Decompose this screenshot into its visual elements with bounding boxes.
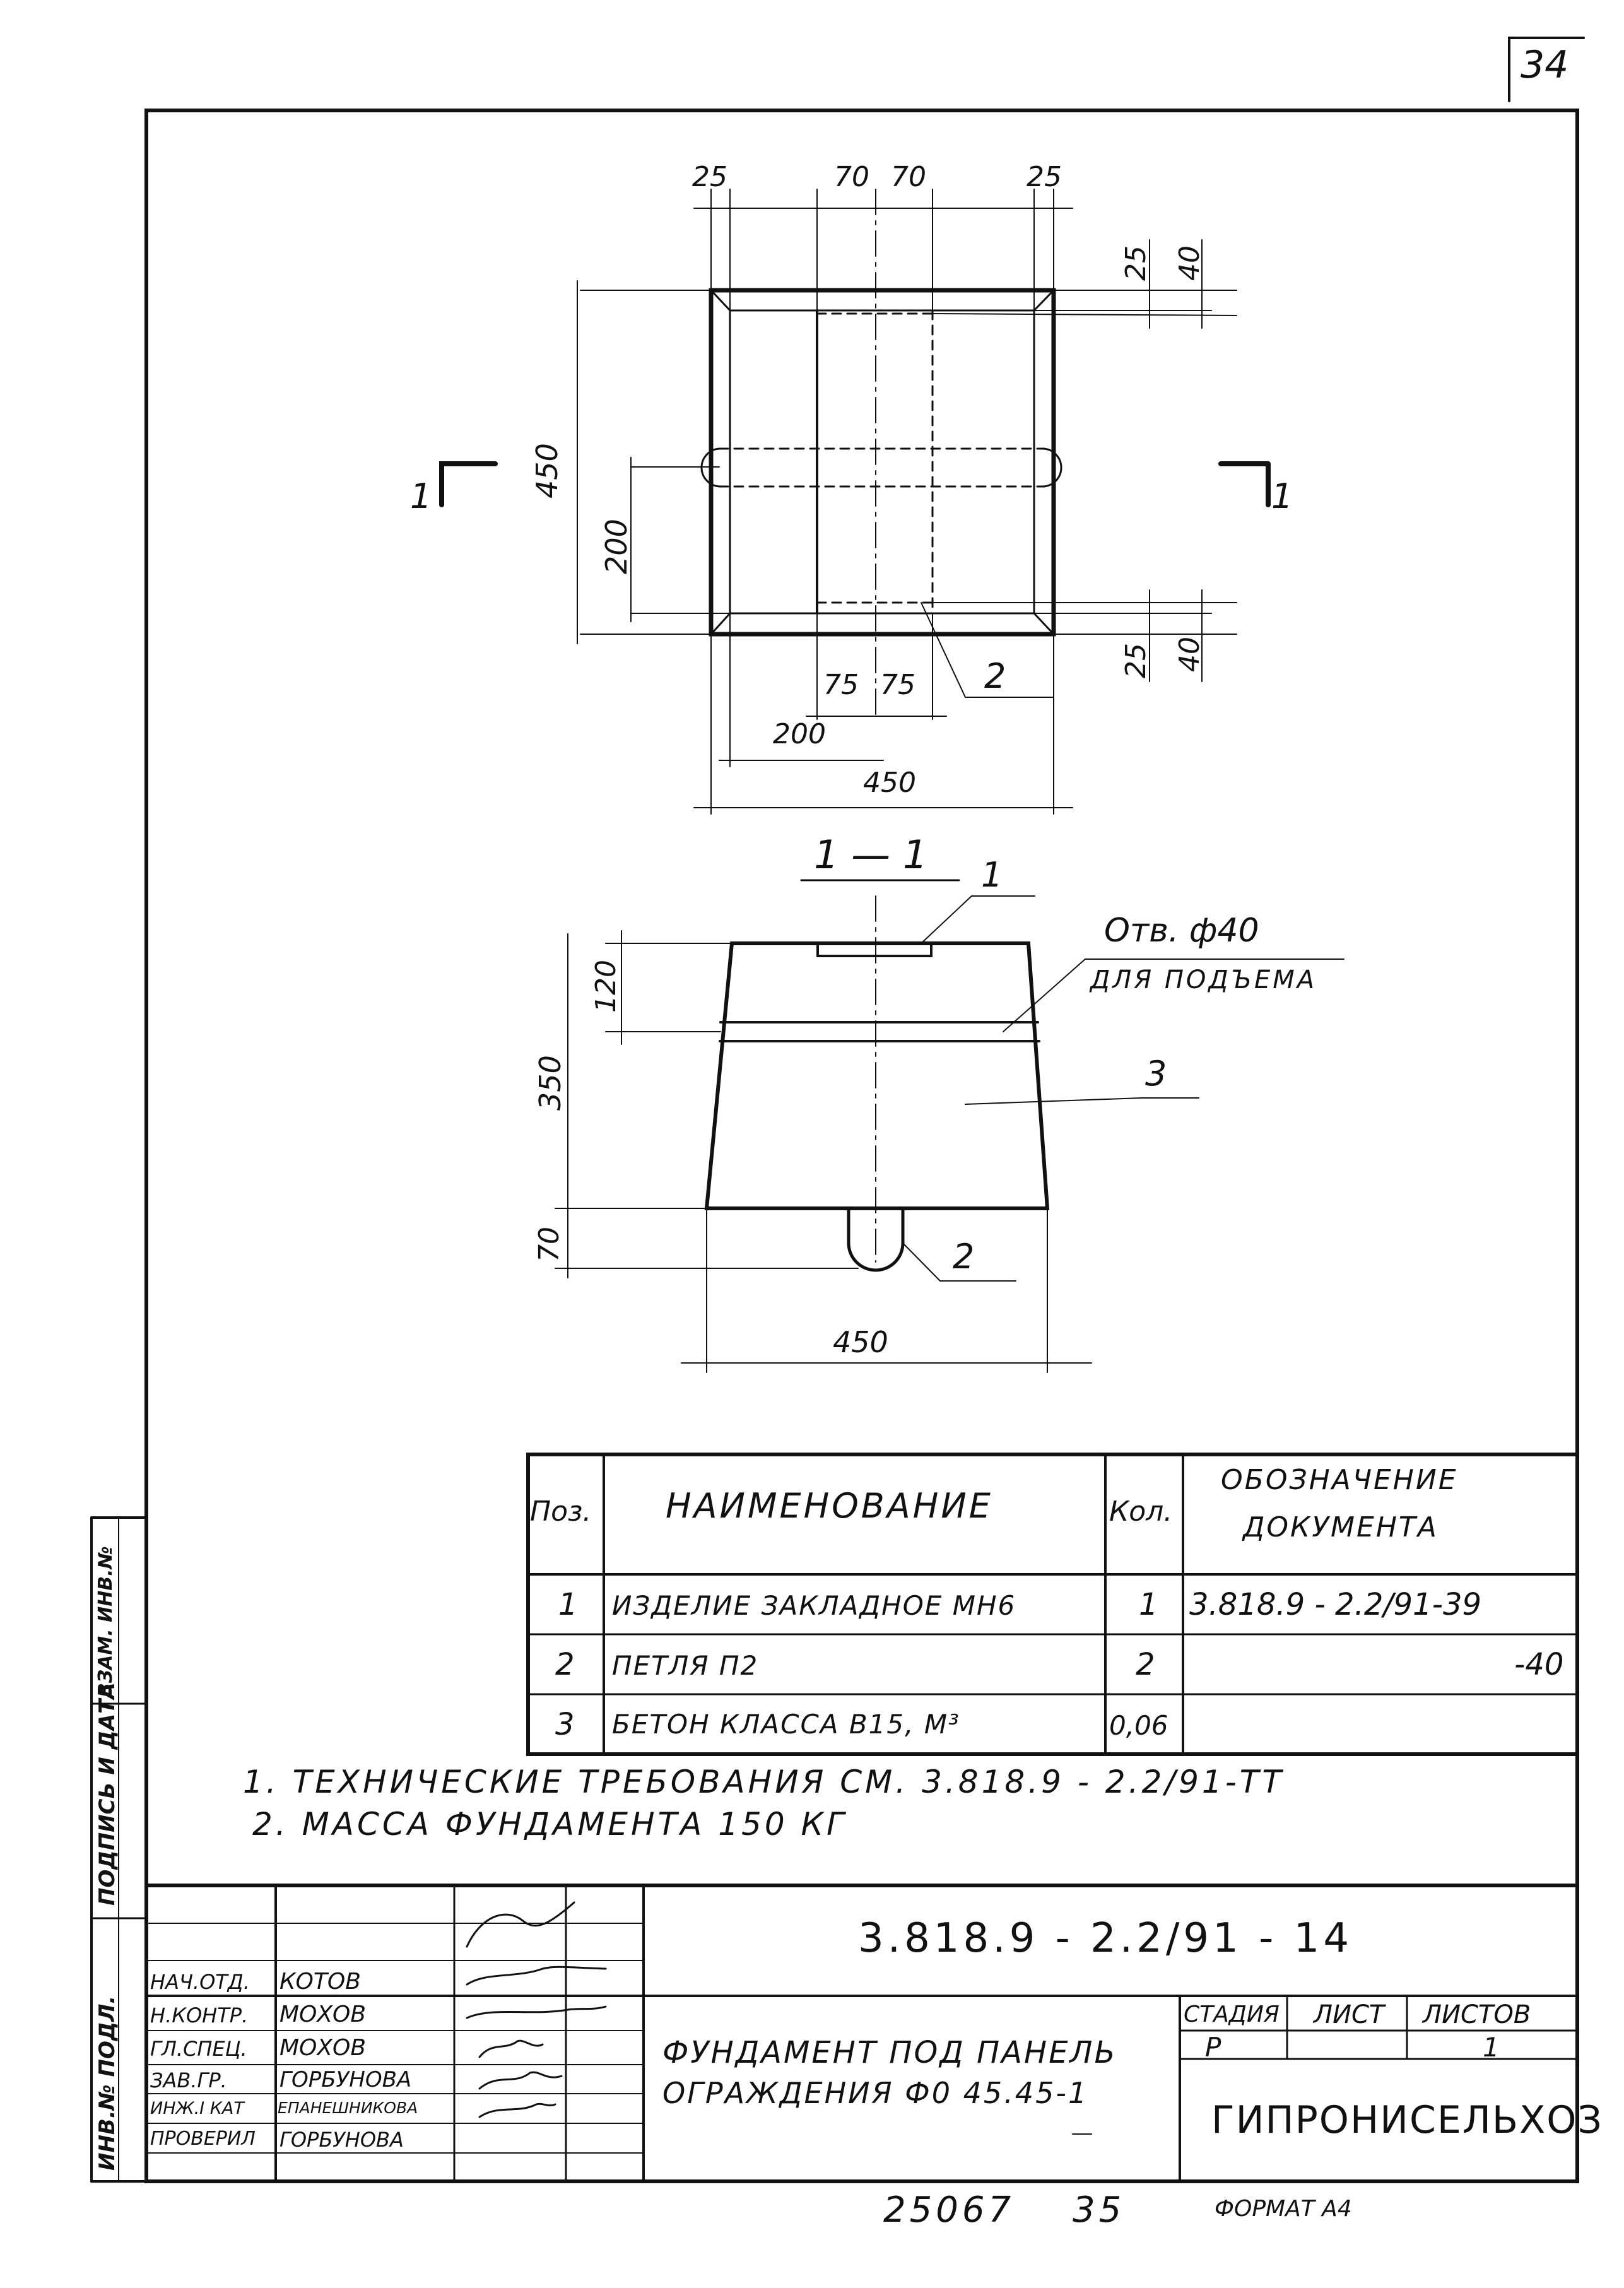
section-title: 1 — 1	[814, 832, 928, 878]
callout-pos1: 1	[981, 855, 1003, 895]
row-pos: 2	[555, 1647, 575, 1682]
dim-top-mid1: 70	[834, 161, 869, 193]
spec-table-lines	[526, 1453, 1579, 1756]
sheet-number: 34	[1521, 43, 1569, 87]
dim-left-200: 200	[599, 519, 633, 574]
dim-bot-450: 450	[863, 767, 916, 799]
role-label: Нач.отд.	[150, 1970, 250, 1994]
callout-hole-line2: для подъема	[1090, 965, 1317, 994]
role-label: Инж.I кат	[150, 2099, 244, 2118]
row-qty: 0,06	[1109, 1710, 1168, 1741]
header-pos: Поз.	[530, 1495, 592, 1528]
footer-format: Формат А4	[1215, 2196, 1352, 2222]
row-name: Бетон класса В15, м³	[612, 1709, 960, 1740]
row-pos: 1	[558, 1587, 578, 1622]
dim-bot-200: 200	[773, 718, 826, 750]
callout-pos2-section: 2	[953, 1237, 975, 1277]
section-mark-left: 1	[410, 476, 432, 516]
dim-right-top-25: 25	[1120, 245, 1152, 281]
note-1: 1. Технические требования см. 3.818.9 - …	[243, 1764, 1285, 1800]
dim-top-right: 25	[1027, 161, 1062, 193]
dim-top-mid2: 70	[891, 161, 926, 193]
drawing-title-line2: ограждения Ф0 45.45-1	[662, 2076, 1089, 2110]
dim-bot-75a: 75	[823, 669, 859, 701]
row-name: Изделие закладное МН6	[612, 1590, 1016, 1621]
section-mark-right: 1	[1271, 476, 1293, 516]
section-view	[555, 895, 1345, 1373]
header-qty: Кол.	[1109, 1495, 1173, 1528]
role-label: Н.контр.	[150, 2003, 249, 2027]
side-stamp-replace-inv: Взам. инв.№	[95, 1546, 117, 1697]
header-doc-line2: документа	[1243, 1511, 1439, 1543]
role-name: Горбунова	[279, 2128, 404, 2152]
callout-pos2-plan: 2	[984, 656, 1006, 696]
callout-hole-line1: Отв. ф40	[1104, 912, 1259, 950]
role-name: Мохов	[279, 2035, 367, 2061]
role-name: Горбунова	[279, 2067, 412, 2092]
row-qty: 2	[1136, 1647, 1155, 1682]
footer-number: 35	[1073, 2190, 1126, 2231]
drawing-frame	[144, 109, 1579, 2183]
dim-section-450: 450	[833, 1325, 888, 1359]
header-name: Наименование	[666, 1486, 993, 1526]
organization-name: ГИПРОНИСЕЛЬХОЗ	[1211, 2098, 1603, 2142]
row-doc: -40	[1514, 1647, 1564, 1682]
role-label: Гл.спец.	[150, 2037, 247, 2061]
row-doc: 3.818.9 - 2.2/91-39	[1189, 1587, 1482, 1622]
row-qty: 1	[1139, 1587, 1158, 1622]
signatures	[466, 1901, 607, 2118]
drawing-title-line1: Фундамент под панель	[662, 2035, 1117, 2070]
stage-value: Р	[1205, 2032, 1221, 2063]
dim-right-top-40: 40	[1174, 245, 1206, 281]
callout-pos3: 3	[1145, 1054, 1167, 1094]
note-2: 2. Масса фундамента 150 кг	[252, 1806, 847, 1843]
dim-section-350: 350	[533, 1055, 567, 1111]
document-designation: 3.818.9 - 2.2/91 - 14	[858, 1915, 1353, 1962]
dim-bot-75b: 75	[880, 669, 915, 701]
sheet-number-box	[1508, 37, 1585, 102]
dim-top-left: 25	[692, 161, 727, 193]
role-label: Проверил	[150, 2128, 256, 2150]
side-stamp-sign-date: Подпись и дата	[95, 1682, 120, 1906]
dim-right-bot-40: 40	[1174, 637, 1206, 672]
sheets-label: Листов	[1423, 2000, 1531, 2029]
dim-left-450: 450	[530, 443, 564, 498]
side-stamp-inv-orig: Инв.№ подл.	[95, 1995, 120, 2171]
role-label: Зав.гр.	[150, 2068, 227, 2092]
plan-view	[439, 189, 1271, 882]
sheets-value: 1	[1483, 2032, 1500, 2063]
header-doc-line1: Обозначение	[1221, 1464, 1458, 1496]
dim-right-bot-25: 25	[1120, 643, 1152, 678]
row-name: Петля П2	[612, 1650, 759, 1681]
stage-label: Стадия	[1184, 2002, 1280, 2027]
title-block-lines	[144, 1884, 1579, 2183]
dim-section-120: 120	[590, 960, 622, 1013]
dim-section-70: 70	[533, 1227, 565, 1262]
sheet-label: Лист	[1314, 2000, 1385, 2029]
row-pos: 3	[555, 1707, 575, 1742]
footer-code: 25067	[883, 2190, 1015, 2231]
role-name: Епанешникова	[278, 2099, 418, 2117]
role-name: Котов	[279, 1969, 361, 1995]
role-name: Мохов	[279, 2002, 367, 2027]
